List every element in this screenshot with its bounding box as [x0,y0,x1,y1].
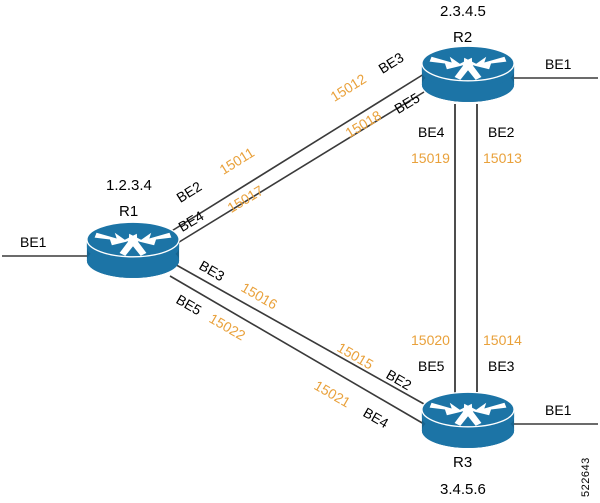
link-lines [2,73,598,425]
r2-name-label: R2 [453,29,473,46]
r2-r3-a-top-id-label: 15019 [411,150,450,166]
r2-r3-b-top-iface-label: BE2 [488,124,515,140]
link-r1-r2-a [169,73,425,233]
r2-address-label: 2.3.4.5 [440,3,486,20]
r2-r3-a-bottom-id-label: 15020 [411,332,450,348]
r1-address-label: 1.2.3.4 [106,177,152,194]
r2-r3-a-top-iface-label: BE4 [418,124,445,140]
r2-r3-a-bottom-iface-label: BE5 [418,358,445,374]
router-nodes [86,46,515,449]
r3-be1-label: BE1 [545,402,572,418]
link-r1-r3-b [169,275,425,425]
r2-r3-b-bottom-iface-label: BE3 [488,358,515,374]
r2-be1-label: BE1 [545,56,572,72]
link-r1-r3-a [170,261,425,405]
r3-address-label: 3.4.5.6 [440,481,486,498]
router-node-r3[interactable] [421,392,515,449]
r2-r3-b-bottom-id-label: 15014 [483,332,522,348]
r1-name-label: R1 [119,203,139,220]
r1-be1-label: BE1 [20,234,47,250]
r2-r3-b-top-id-label: 15013 [483,150,522,166]
router-node-r1[interactable] [86,222,180,279]
figure-number: 522643 [580,457,592,497]
link-r1-r2-b [170,91,425,248]
router-node-r2[interactable] [421,46,515,103]
r3-name-label: R3 [453,454,473,471]
